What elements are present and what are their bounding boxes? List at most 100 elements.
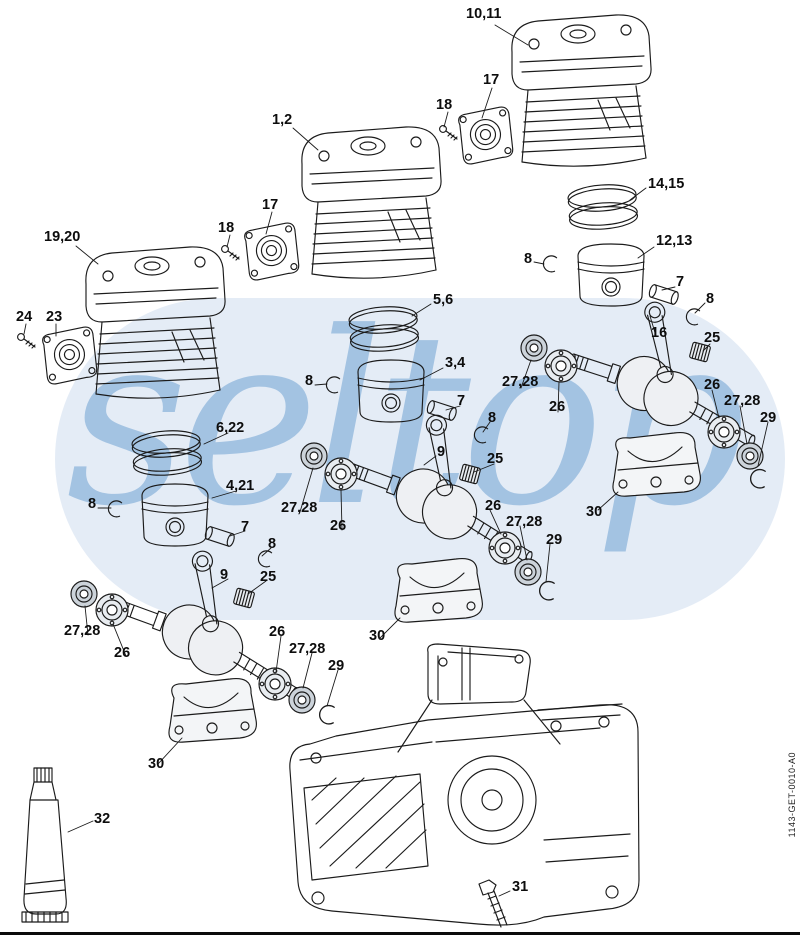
bearing-26	[544, 349, 578, 383]
bearing-26	[258, 667, 292, 701]
flange-17-top	[456, 105, 516, 166]
crankcase-half-30	[394, 557, 483, 623]
part-label-25: 25	[704, 330, 721, 346]
circlip-29	[748, 467, 768, 490]
part-label-32: 32	[94, 811, 111, 827]
piston-3-4	[357, 359, 425, 423]
ring-set-14-15	[566, 182, 639, 232]
part-label-9: 9	[437, 444, 446, 460]
part-label-8: 8	[706, 291, 715, 307]
clip-8	[106, 498, 124, 519]
screw-18-top	[439, 125, 458, 141]
ring-set-6-22	[130, 428, 203, 478]
part-label-18: 18	[218, 220, 235, 236]
part-label-30: 30	[586, 504, 603, 520]
bearing-26	[95, 593, 129, 627]
screw-31	[478, 879, 508, 928]
flange-17-mid	[242, 221, 302, 282]
part-label-23: 23	[46, 309, 63, 325]
seal-27-28	[70, 580, 98, 608]
part-label-29: 29	[546, 532, 563, 548]
cylinder-assembly-10-11	[511, 14, 652, 167]
part-label-27-28: 27,28	[289, 641, 326, 657]
document-code: 1143-GET-0010-A0	[787, 752, 797, 838]
engine-housing	[289, 643, 640, 926]
wrist-pin-7-mid	[425, 399, 459, 422]
part-label-8: 8	[524, 251, 533, 267]
part-label-30: 30	[369, 628, 386, 644]
seal-27-28	[514, 558, 542, 586]
part-label-26: 26	[330, 518, 347, 534]
part-label-26: 26	[269, 624, 286, 640]
part-label-17: 17	[262, 197, 279, 213]
clip-8	[324, 374, 342, 395]
part-label-27-28: 27,28	[502, 374, 539, 390]
clip-8	[684, 306, 702, 327]
part-label-9: 9	[220, 567, 229, 583]
part-label-27-28: 27,28	[281, 500, 318, 516]
part-label-8: 8	[305, 373, 314, 389]
screw-24	[17, 333, 36, 349]
ring-set-5-6	[347, 304, 420, 354]
part-label-26: 26	[485, 498, 502, 514]
part-label-17: 17	[483, 72, 500, 88]
part-label-1-2: 1,2	[272, 112, 293, 128]
part-label-24: 24	[16, 309, 33, 325]
part-label-3-4: 3,4	[445, 355, 466, 371]
part-label-10-11: 10,11	[466, 6, 502, 22]
part-label-8: 8	[268, 536, 277, 552]
needle-bearing-25	[458, 463, 482, 485]
cylinder-assembly-19-20	[85, 246, 226, 399]
part-label-5-6: 5,6	[433, 292, 454, 308]
piston-4-21	[141, 483, 209, 547]
part-label-16: 16	[651, 325, 668, 341]
part-label-18: 18	[436, 97, 453, 113]
part-label-26: 26	[704, 377, 721, 393]
part-label-30: 30	[148, 756, 165, 772]
part-label-29: 29	[328, 658, 345, 674]
seal-27-28	[520, 334, 548, 362]
part-label-7: 7	[676, 274, 685, 290]
part-label-29: 29	[760, 410, 777, 426]
part-label-14-15: 14,15	[648, 176, 685, 192]
crankcase-half-30	[612, 431, 701, 497]
bearing-26	[324, 457, 358, 491]
part-label-4-21: 4,21	[226, 478, 255, 494]
bearing-26	[707, 415, 741, 449]
crankcase-half-30	[168, 677, 257, 743]
seal-27-28	[288, 686, 316, 714]
part-label-27-28: 27,28	[724, 393, 761, 409]
screw-18-mid	[221, 245, 240, 261]
part-label-27-28: 27,28	[64, 623, 101, 639]
wrist-pin-7-left	[203, 525, 237, 548]
leader-lines	[23, 24, 769, 897]
bearing-26	[488, 531, 522, 565]
part-label-25: 25	[487, 451, 504, 467]
crankshaft-9-mid	[337, 392, 567, 570]
part-label-8: 8	[88, 496, 97, 512]
part-label-27-28: 27,28	[506, 514, 543, 530]
part-label-7: 7	[241, 519, 250, 535]
clip-8	[541, 253, 559, 274]
cylinder-assembly-1-2	[301, 126, 442, 279]
part-label-6-22: 6,22	[216, 420, 245, 436]
part-label-12-13: 12,13	[656, 233, 693, 249]
part-label-19-20: 19,20	[44, 229, 81, 245]
sealant-tube-32	[21, 767, 69, 923]
part-label-26: 26	[114, 645, 131, 661]
seal-27-28	[736, 442, 764, 470]
crankshaft-16	[558, 281, 787, 454]
part-label-31: 31	[512, 879, 529, 895]
part-label-25: 25	[260, 569, 277, 585]
circlip-29	[317, 703, 337, 726]
flange-23	[40, 325, 100, 386]
part-label-8: 8	[488, 410, 497, 426]
clip-8	[472, 424, 490, 445]
part-label-7: 7	[457, 393, 466, 409]
part-label-26: 26	[549, 399, 566, 415]
circlip-29	[537, 579, 557, 602]
piston-12-13	[577, 243, 645, 307]
seal-27-28	[300, 442, 328, 470]
